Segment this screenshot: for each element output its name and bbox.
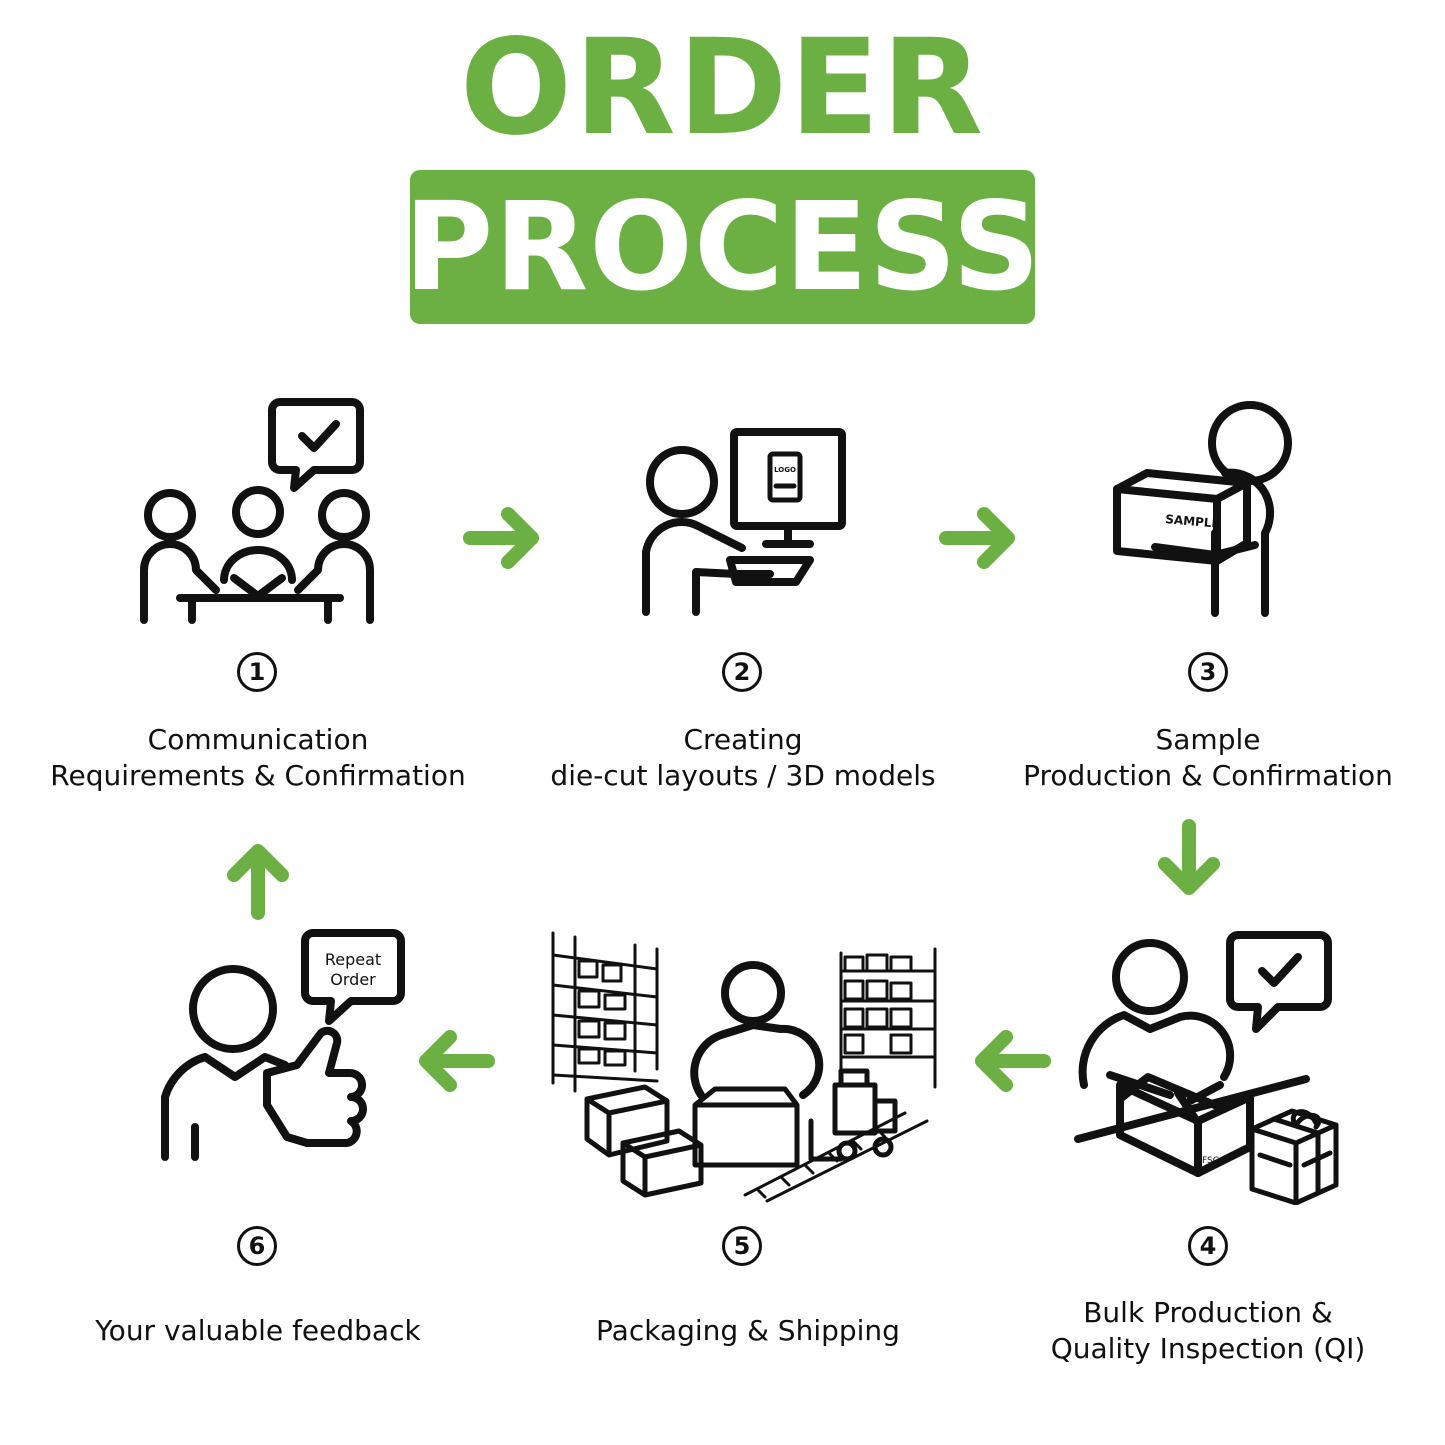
step-6-title: Your valuable feedback	[95, 1314, 421, 1347]
step-number-6: 6	[237, 1226, 277, 1266]
title-process: PROCESS	[403, 176, 1042, 318]
step-5-title: Packaging & Shipping	[596, 1314, 900, 1347]
step-label-3: Sample Production & Confirmation	[988, 722, 1428, 794]
step-number-4: 4	[1188, 1226, 1228, 1266]
step-2-title: Creating	[683, 723, 803, 756]
fsc-text: FSC	[1202, 1156, 1219, 1166]
step-3-title: Sample	[1155, 723, 1261, 756]
step-label-1: Communication Requirements & Confirmatio…	[28, 722, 488, 794]
step-label-2: Creating die-cut layouts / 3D models	[513, 722, 973, 794]
bubble-repeat-text: Repeat	[325, 950, 381, 969]
feedback-thumbs-up-icon: Repeat Order	[161, 929, 405, 1161]
arrow-up-icon	[227, 844, 289, 920]
step-3-subtitle: Production & Confirmation	[1023, 759, 1393, 792]
step-number-5: 5	[722, 1226, 762, 1266]
step-4-subtitle: Quality Inspection (QI)	[1050, 1332, 1366, 1365]
step-number-3: 3	[1188, 652, 1228, 692]
step-4-title: Bulk Production &	[1083, 1296, 1333, 1329]
warehouse-shipping-icon	[551, 931, 937, 1203]
step-number-2: 2	[722, 652, 762, 692]
step-label-5: Packaging & Shipping	[518, 1313, 978, 1349]
sample-box-person-icon: SAMPLE	[1113, 401, 1292, 617]
arrow-left-1-icon	[975, 1030, 1051, 1092]
step-number-1: 1	[237, 652, 277, 692]
bubble-order-text: Order	[330, 970, 376, 989]
arrow-right-2-icon	[939, 507, 1015, 569]
sample-box-text: SAMPLE	[1165, 512, 1221, 531]
step-label-6: Your valuable feedback	[28, 1313, 488, 1349]
arrow-left-2-icon	[419, 1030, 495, 1092]
screen-logo-text: LOGO	[774, 466, 796, 474]
team-meeting-icon	[140, 398, 374, 624]
step-label-4: Bulk Production & Quality Inspection (QI…	[988, 1295, 1428, 1367]
step-1-title: Communication	[147, 723, 369, 756]
arrow-right-1-icon	[463, 507, 539, 569]
step-1-subtitle: Requirements & Confirmation	[50, 759, 466, 792]
title-order: ORDER	[459, 11, 986, 165]
bulk-production-icon: FSC	[1074, 931, 1339, 1205]
arrow-down-icon	[1158, 819, 1220, 895]
step-2-subtitle: die-cut layouts / 3D models	[550, 759, 936, 792]
designer-computer-icon: LOGO	[642, 428, 846, 616]
title-banner: PROCESS	[404, 170, 1040, 324]
